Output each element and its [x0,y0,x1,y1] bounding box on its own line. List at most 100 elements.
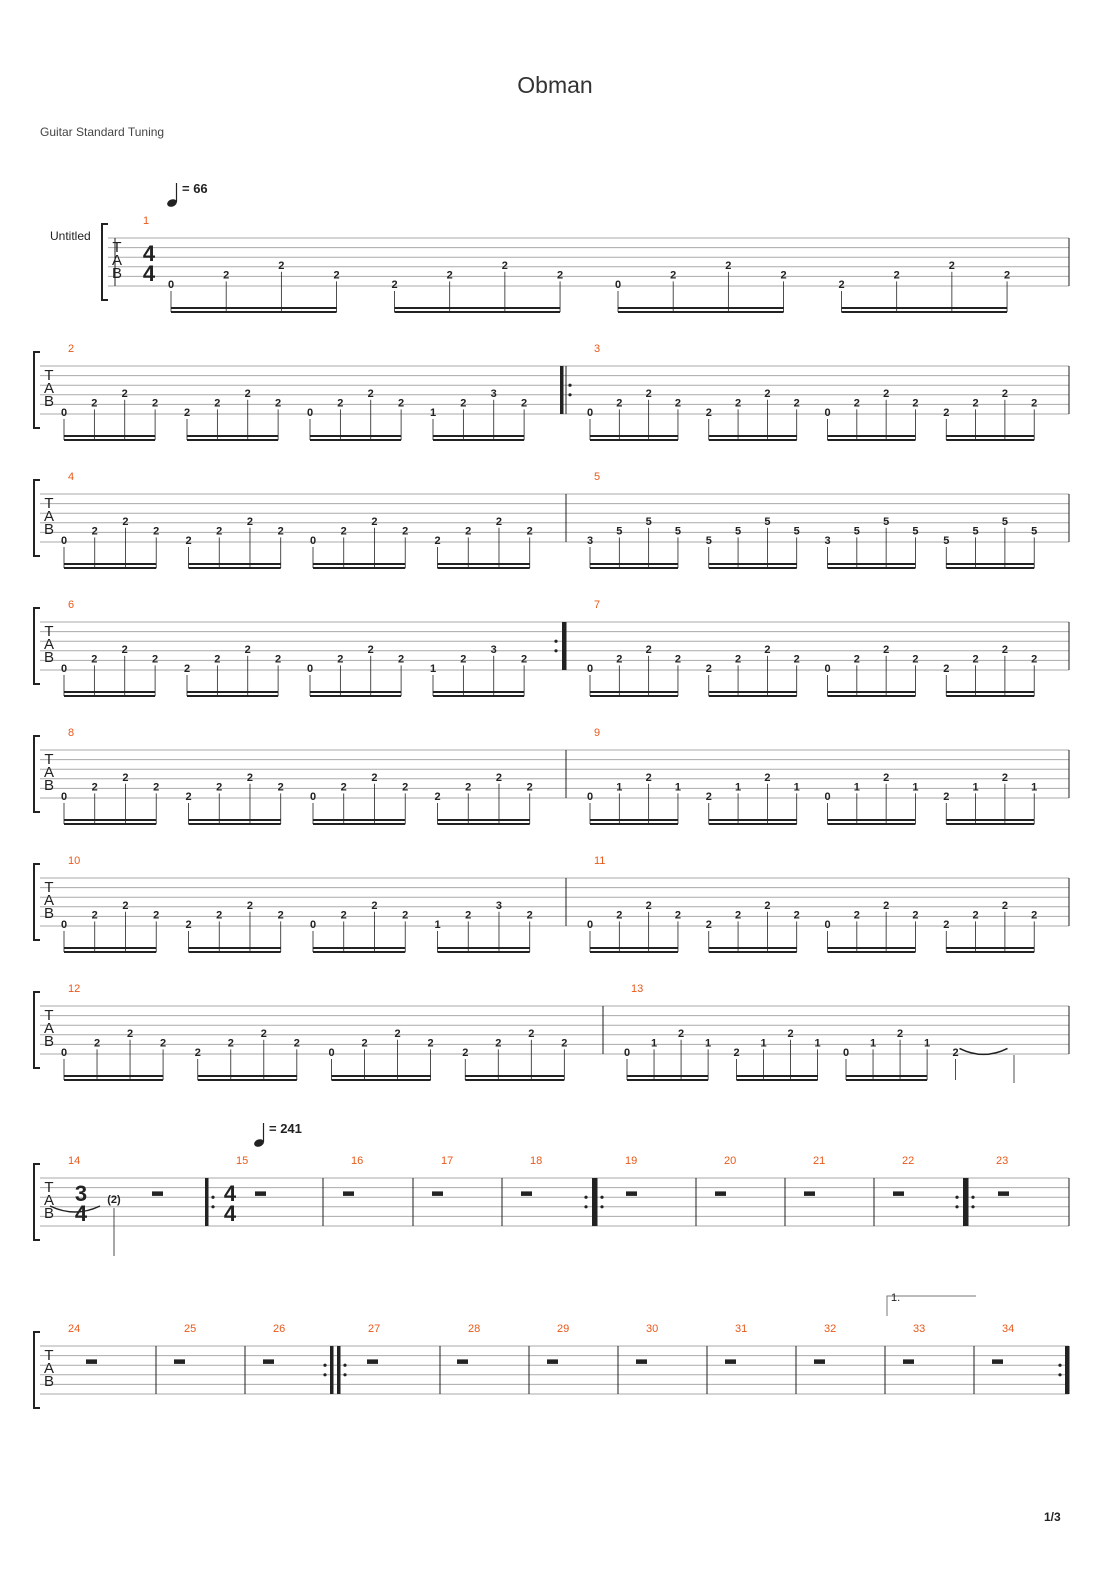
fret-number: 2 [561,1037,567,1049]
fret-number: 2 [122,388,128,400]
quarter-note-icon [167,199,177,207]
fret-number: 2 [883,772,889,784]
fret-number: 2 [502,260,508,272]
tab-clef-letter: T [44,623,53,640]
tab-clef-letter: B [44,521,54,538]
fret-number: 2 [678,1028,684,1040]
fret-number: 2 [371,900,377,912]
measure-number: 26 [273,1323,285,1335]
fret-number: 2 [706,663,712,675]
fret-number: 2 [788,1028,794,1040]
fret-number: 2 [733,1047,739,1059]
fret-number: 2 [434,791,440,803]
quarter-note-icon [254,1139,264,1147]
half-rest [521,1191,532,1196]
measure-number: 16 [351,1155,363,1167]
fret-number: 2 [394,1028,400,1040]
tab-clef-letter: T [44,879,53,896]
measure-number: 6 [68,599,74,611]
fret-number: 5 [764,516,770,528]
tab-clef-letter: B [44,905,54,922]
half-rest [903,1359,914,1364]
measure-number: 25 [184,1323,196,1335]
fret-number: 2 [184,407,190,419]
system-bracket [101,223,108,301]
fret-number: 2 [675,397,681,409]
tab-clef-letter: A [44,636,54,653]
system-bracket [33,1163,40,1241]
repeat-dot [971,1205,975,1209]
fret-number: 3 [587,535,593,547]
fret-number: 2 [465,909,471,921]
time-signature-denominator: 4 [224,1201,237,1226]
fret-number: 2 [912,909,918,921]
fret-number: 2 [91,397,97,409]
repeat-end-thick [1065,1346,1069,1394]
fret-number: 0 [824,791,830,803]
half-rest [725,1359,736,1364]
fret-number: 2 [854,653,860,665]
tuning-label: Guitar Standard Tuning [40,125,165,139]
volta-label: 1. [891,1292,900,1304]
measure-number: 14 [68,1155,80,1167]
fret-number: 2 [333,269,339,281]
fret-number: 2 [764,644,770,656]
tab-staff [108,237,1069,287]
time-signature-denominator: 4 [75,1201,88,1226]
measure-number: 3 [594,343,600,355]
fret-number: 2 [245,388,251,400]
measure-number: 34 [1002,1323,1014,1335]
fret-number: 0 [310,535,316,547]
fret-number: 2 [527,781,533,793]
fret-number: 3 [496,900,502,912]
fret-number: 1 [705,1037,711,1049]
measure-number: 24 [68,1323,80,1335]
tab-clef-letter: B [44,393,54,410]
fret-number: 3 [491,388,497,400]
repeat-dot [323,1373,327,1377]
fret-number: 2 [294,1037,300,1049]
fret-number: 2 [371,772,377,784]
fret-number: 2 [216,781,222,793]
fret-number: 2 [152,397,158,409]
fret-number: 2 [952,1047,958,1059]
fret-number: 2 [894,269,900,281]
repeat-start-thick [560,366,564,414]
fret-number: 0 [587,407,593,419]
measure-number: 21 [813,1155,825,1167]
fret-number: 0 [61,791,67,803]
fret-number: 2 [735,653,741,665]
fret-number: 2 [646,772,652,784]
fret-number: 2 [1031,653,1037,665]
fret-number: 2 [794,397,800,409]
fret-number: 2 [92,781,98,793]
repeat-dot [600,1205,604,1209]
repeat-start-thick [337,1346,341,1394]
fret-number: 1 [760,1037,766,1049]
repeat-dot [554,649,558,653]
half-rest [814,1359,825,1364]
fret-number: 2 [460,397,466,409]
repeat-dot [343,1373,347,1377]
fret-number: 2 [398,653,404,665]
fret-number: 2 [122,772,128,784]
half-rest [263,1359,274,1364]
fret-number: 1 [794,781,800,793]
tab-clef-letter: T [112,239,121,256]
repeat-dot [955,1195,959,1199]
volta-bracket [886,1295,976,1316]
fret-number: 1 [616,781,622,793]
fret-number: 2 [646,900,652,912]
fret-number: 2 [973,653,979,665]
tab-clef-letter: T [44,367,53,384]
half-rest [367,1359,378,1364]
fret-number: 2 [465,525,471,537]
fret-number: 1 [815,1037,821,1049]
fret-number: 2 [216,525,222,537]
fret-number: 0 [61,919,67,931]
fret-number: 5 [675,525,681,537]
fret-number: 2 [854,909,860,921]
measure-number: 11 [594,855,605,867]
fret-number: 2 [616,397,622,409]
fret-number: 0 [624,1047,630,1059]
